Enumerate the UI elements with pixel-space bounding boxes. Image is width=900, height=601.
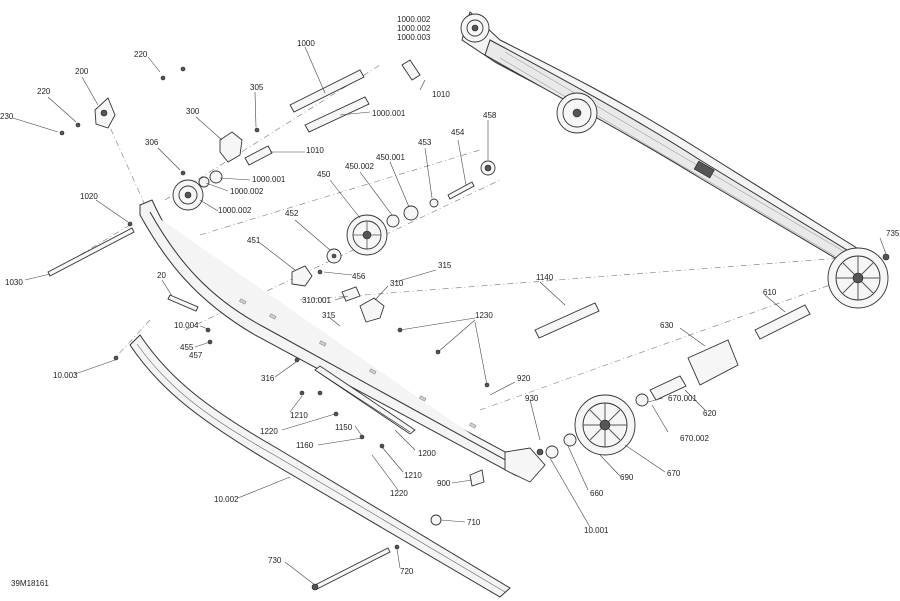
label-1140: 1140 (536, 273, 554, 282)
label-305: 305 (250, 83, 264, 92)
label-220: 220 (134, 50, 148, 59)
bolt-730 (311, 547, 391, 591)
plate-900 (469, 469, 485, 487)
label-1230: 1230 (475, 311, 493, 320)
label-230: 230 (0, 112, 14, 121)
roller-1000-002 (172, 170, 223, 211)
label-454: 454 (451, 128, 465, 137)
stopper-451 (291, 265, 313, 287)
label-1000: 1000 (297, 39, 315, 48)
label-300: 300 (186, 107, 200, 116)
label-450-002: 450.002 (345, 162, 374, 171)
label-1220: 1220 (260, 427, 278, 436)
label-455: 455 (180, 343, 194, 352)
label-1010: 1010 (432, 90, 450, 99)
label-20: 20 (157, 271, 166, 280)
label-900: 900 (437, 479, 451, 488)
label-452: 452 (285, 209, 299, 218)
label-1220: 1220 (390, 489, 408, 498)
wheel-670 (574, 394, 636, 456)
shim-20 (167, 294, 199, 312)
diagram-code: 39M18161 (11, 579, 49, 588)
label-1210: 1210 (290, 411, 308, 420)
washer-660 (545, 433, 577, 459)
label-1010: 1010 (306, 146, 324, 155)
label-1160: 1160 (296, 441, 314, 450)
label-660: 660 (590, 489, 604, 498)
label-310-001: 310.001 (302, 296, 331, 305)
label-453: 453 (418, 138, 432, 147)
label-306: 306 (145, 138, 159, 147)
label-220: 220 (37, 87, 51, 96)
label-1000-001: 1000.001 (252, 175, 286, 184)
label-620: 620 (703, 409, 717, 418)
callout-labels: 1000.002 1000.002 1000.003 220 1000 200 … (0, 15, 900, 576)
label-10-001: 10.001 (584, 526, 609, 535)
spacer-630 (687, 339, 739, 386)
left-rail (139, 199, 546, 483)
label-930: 930 (525, 394, 539, 403)
bracket-300 (219, 131, 243, 163)
shaft-1000-001 (304, 96, 370, 133)
label-310: 310 (390, 279, 404, 288)
wheel-450 (346, 214, 388, 256)
label-670-001: 670.001 (668, 394, 697, 403)
shaft-1000 (289, 69, 365, 113)
label-1000-002: 1000.002 (218, 206, 252, 215)
rail-end-cap-200 (94, 97, 116, 129)
label-200: 200 (75, 67, 89, 76)
bumper-310 (341, 286, 385, 323)
label-315: 315 (322, 311, 336, 320)
label-1210: 1210 (404, 471, 422, 480)
label-1000-001: 1000.001 (372, 109, 406, 118)
label-735: 735 (886, 229, 900, 238)
label-450: 450 (317, 170, 331, 179)
label-10-004: 10.004 (174, 321, 199, 330)
label-720: 720 (400, 567, 414, 576)
right-rail-mid-wheel (556, 92, 598, 134)
label-670: 670 (667, 469, 681, 478)
washers-450 (386, 160, 496, 228)
shaft-610 (754, 304, 811, 340)
label-316: 316 (261, 374, 275, 383)
right-rail (461, 11, 873, 271)
label-710: 710 (467, 518, 481, 527)
label-1150: 1150 (335, 423, 353, 432)
label-458: 458 (483, 111, 497, 120)
slider-strip (129, 334, 511, 598)
label-610: 610 (763, 288, 777, 297)
right-rail-front-roller (460, 13, 490, 43)
label-315: 315 (438, 261, 452, 270)
label-630: 630 (660, 321, 674, 330)
label-1200: 1200 (418, 449, 436, 458)
label-1020: 1020 (80, 192, 98, 201)
label-1000-002: 1000.002 (397, 15, 431, 24)
bushing-1010-mid (244, 145, 273, 166)
label-920: 920 (517, 374, 531, 383)
right-rail-rear-wheel (827, 247, 889, 309)
wear-strip (314, 365, 416, 435)
label-10-003: 10.003 (53, 371, 78, 380)
bushing-620 (635, 375, 687, 407)
label-1030: 1030 (5, 278, 23, 287)
label-670-002: 670.002 (680, 434, 709, 443)
shaft-1140 (534, 302, 600, 339)
label-450-001: 450.001 (376, 153, 405, 162)
label-690: 690 (620, 473, 634, 482)
label-456: 456 (352, 272, 366, 281)
label-1000-002: 1000.002 (397, 24, 431, 33)
label-451: 451 (247, 236, 261, 245)
label-1000-002: 1000.002 (230, 187, 264, 196)
bolt-1030 (47, 227, 135, 277)
label-10-002: 10.002 (214, 495, 239, 504)
small-hardware (59, 66, 890, 550)
label-730: 730 (268, 556, 282, 565)
spacer-452 (326, 248, 342, 264)
leader-lines (12, 46, 887, 586)
label-1000-003: 1000.003 (397, 33, 431, 42)
bushing-1010-top (401, 59, 421, 81)
label-457: 457 (189, 351, 203, 360)
